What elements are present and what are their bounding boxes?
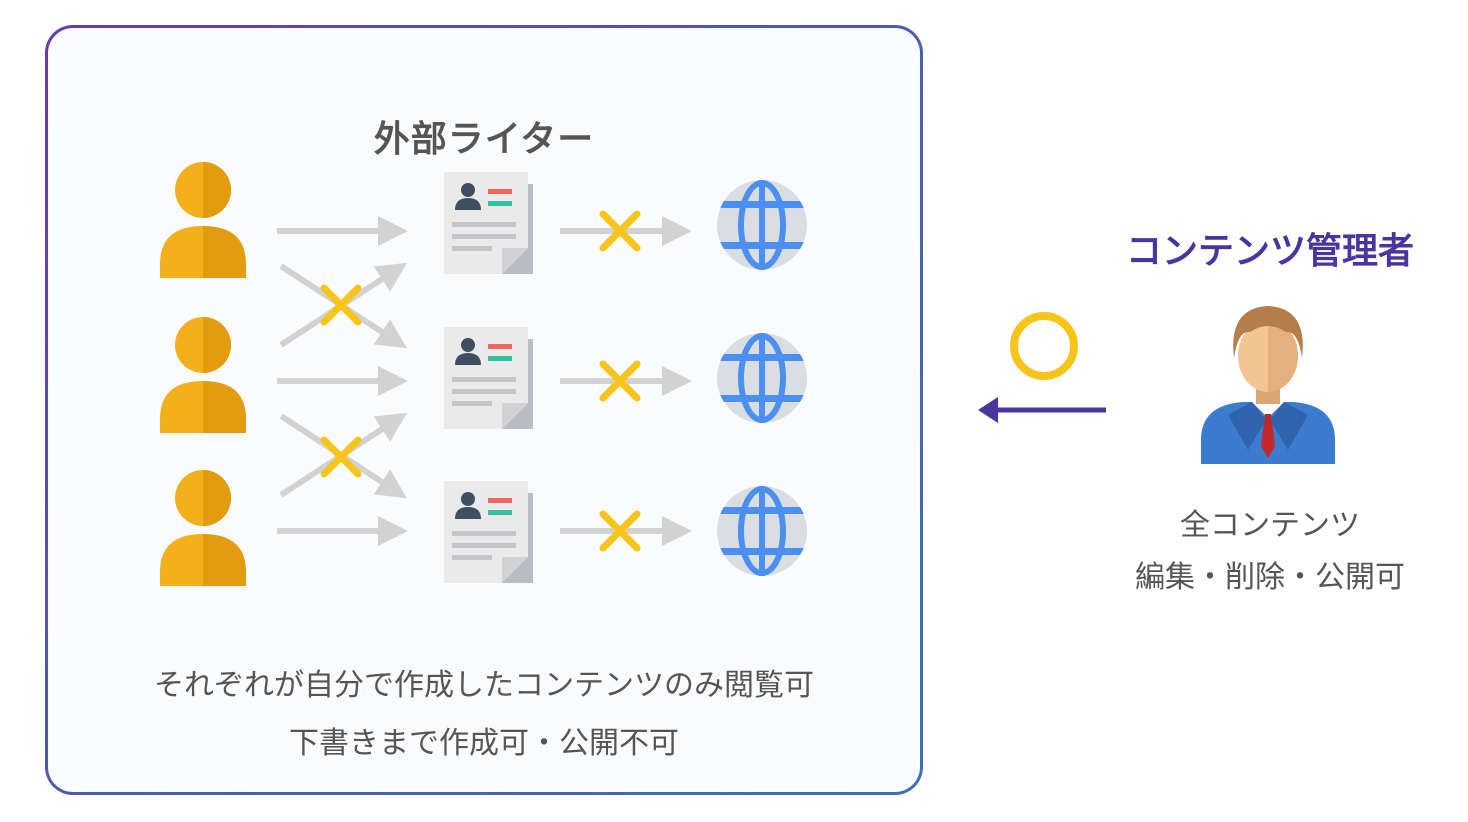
document-icon [444,481,533,583]
admin-desc-1: 全コンテンツ [1180,508,1360,543]
admin-person-icon [1201,306,1335,464]
writer-person-icon [160,317,246,433]
writer-panel-title: 外部ライター [373,119,595,160]
globe-icon [717,333,807,423]
arrow-left-head-icon [978,397,998,423]
writer-caption-1: それぞれが自分で作成したコンテンツのみ閲覧可 [154,668,814,703]
admin-title: コンテンツ管理者 [1125,231,1414,272]
writer-caption-2: 下書きまで作成可・公開不可 [289,726,679,761]
document-icon [444,172,533,274]
cross-icon [324,288,358,322]
cross-icon [324,440,358,474]
circle-ok-icon [1010,312,1078,380]
globe-icon [717,180,807,270]
writer-person-icon [160,470,246,586]
document-icon [444,327,533,429]
admin-desc-2: 編集・削除・公開可 [1135,560,1405,595]
globe-icon [717,486,807,576]
writer-person-icon [160,162,246,278]
